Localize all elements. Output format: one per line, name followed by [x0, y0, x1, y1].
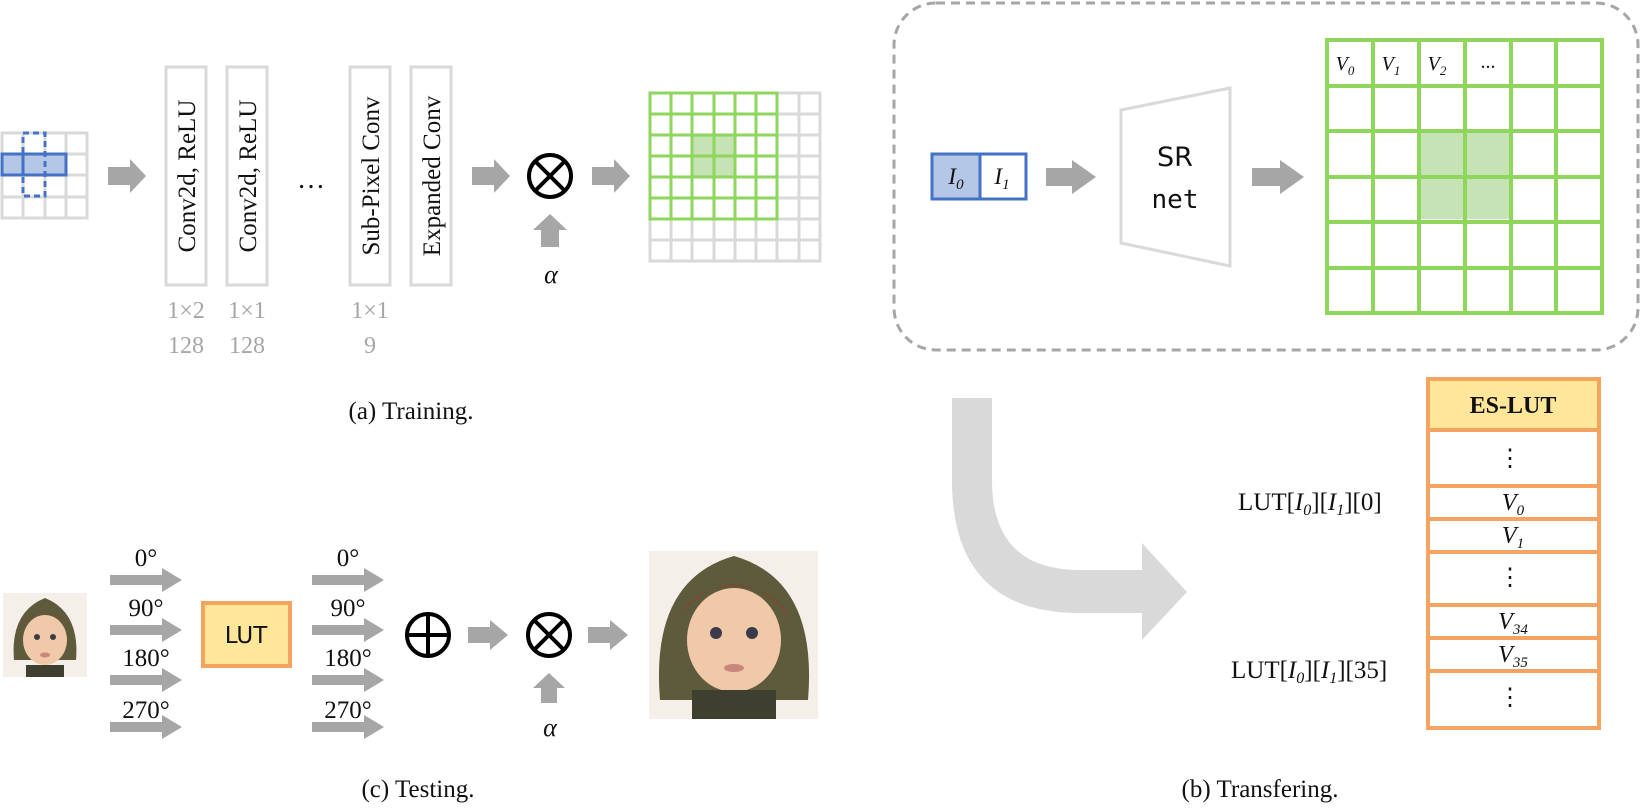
layer-channels-2: 128	[229, 333, 265, 359]
multiply-icon	[526, 612, 572, 658]
arrow-right	[1252, 160, 1304, 194]
transfer-dashed-frame	[892, 1, 1640, 352]
layer-kernel-1: 1×2	[167, 298, 205, 324]
rotation-out-0: 0°	[337, 545, 360, 572]
rotation-in-0: 0°	[135, 545, 158, 572]
rotation-in-270: 270°	[122, 697, 170, 724]
lut-box-label: LUT	[225, 623, 269, 649]
rotation-out-270: 270°	[324, 697, 372, 724]
layer-kernel-3: 1×1	[351, 298, 389, 324]
arrow-right	[588, 620, 628, 650]
layers-ellipsis: …	[297, 164, 325, 195]
layer-kernel-2: 1×1	[228, 298, 266, 324]
grid-header-v0: V0	[1336, 53, 1355, 78]
add-icon	[405, 612, 451, 658]
es-lut-table: ES-LUT ⋮ V0 V1 ⋮ V34 V35 ⋮ LUT[I0][I1][0…	[1231, 377, 1601, 730]
arrow-right	[592, 159, 630, 193]
sr-net-block	[1119, 86, 1232, 268]
arrow-right	[108, 159, 146, 193]
lut-row-ellipsis: ⋮	[1498, 685, 1522, 711]
transfer-output-grid: V0 V1 V2 ...	[1325, 38, 1604, 315]
lut-index-label-last: LUT[I0][I1][35]	[1231, 657, 1387, 687]
layer-box-2: Conv2d, ReLU 1×1 128	[225, 65, 269, 359]
grid-header-ellipsis: ...	[1481, 51, 1496, 73]
lut-row-ellipsis: ⋮	[1498, 565, 1522, 591]
input-kernel-highlight	[0, 131, 68, 198]
arrow-up	[533, 214, 567, 247]
layer-box-1: Conv2d, ReLU 1×2 128	[164, 65, 208, 359]
lut-row-ellipsis: ⋮	[1498, 446, 1522, 472]
output-face-photo	[649, 551, 818, 719]
layer-box-3: Sub-Pixel Conv 1×1 9	[348, 65, 392, 359]
alpha-symbol: α	[544, 260, 559, 289]
arrow-right	[468, 620, 508, 650]
training-section: Conv2d, ReLU 1×2 128 Conv2d, ReLU 1×1 12…	[0, 65, 822, 425]
rotation-in-90: 90°	[129, 595, 164, 622]
caption-testing: (c) Testing.	[361, 776, 474, 803]
testing-section: 0° 90° 180° 270° LUT 0° 90° 180° 270°	[3, 545, 818, 803]
grid-header-v2: V2	[1428, 53, 1447, 78]
transfer-input-cells: I0 I1	[930, 152, 1028, 201]
es-lut-title: ES-LUT	[1470, 393, 1557, 419]
transfer-section: I0 I1 SR net V0 V1 V2 ...	[892, 1, 1640, 803]
multiply-icon	[527, 153, 573, 199]
rotation-out-90: 90°	[331, 595, 366, 622]
lut-box	[201, 601, 292, 668]
grid-header-v1: V1	[1382, 53, 1401, 78]
sr-net-label-line2: net	[1152, 185, 1199, 215]
caption-training: (a) Training.	[349, 398, 474, 425]
sr-net-label-line1: SR	[1157, 142, 1193, 173]
alpha-symbol: α	[543, 713, 558, 742]
rotation-arrows-in	[110, 568, 182, 739]
layer-label-4: Expanded Conv	[419, 95, 446, 256]
layer-label-2: Conv2d, ReLU	[235, 100, 262, 253]
arrow-right	[1046, 160, 1096, 194]
layer-label-1: Conv2d, ReLU	[174, 100, 201, 253]
layer-box-4: Expanded Conv	[409, 65, 453, 287]
layer-channels-1: 128	[168, 333, 204, 359]
arrow-up	[533, 673, 565, 703]
rotation-out-180: 180°	[324, 645, 372, 672]
training-output-grid	[648, 91, 822, 263]
transfer-curved-arrow	[952, 398, 1187, 640]
lut-index-label-first: LUT[I0][I1][0]	[1238, 489, 1382, 519]
arrow-right	[472, 159, 510, 193]
rotation-in-180: 180°	[122, 645, 170, 672]
layer-label-3: Sub-Pixel Conv	[358, 96, 385, 256]
caption-transfering: (b) Transfering.	[1182, 776, 1339, 803]
layer-channels-3: 9	[364, 333, 376, 359]
rotation-arrows-out	[312, 568, 384, 739]
input-face-photo	[3, 593, 87, 677]
